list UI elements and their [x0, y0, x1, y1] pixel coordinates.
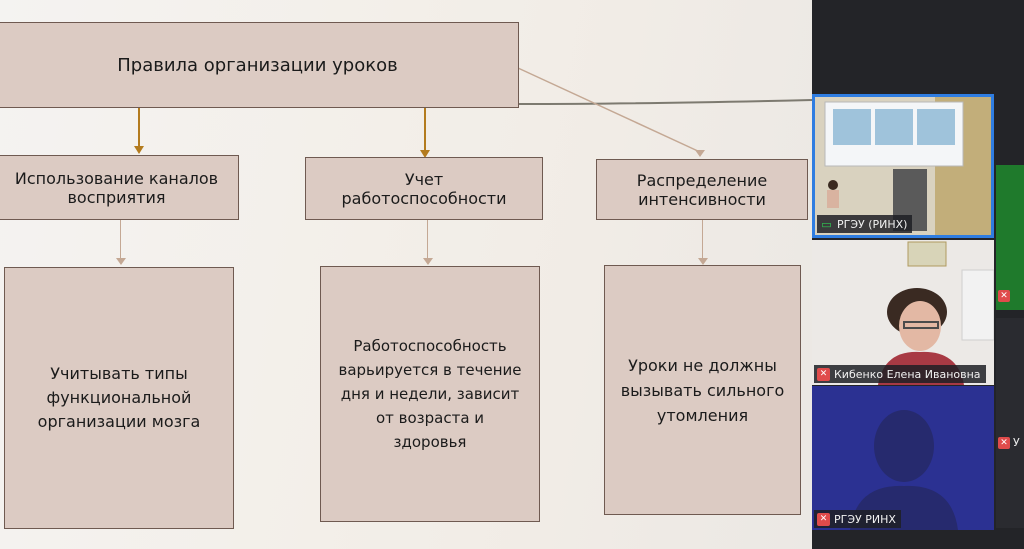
detail-text-line: утомления	[656, 405, 749, 425]
connector-detail-3	[702, 220, 703, 260]
detail-box-no-fatigue: Уроки не должны вызывать сильного утомле…	[604, 265, 801, 515]
edge-participant-initial: У	[1013, 436, 1020, 449]
participants-panel: ▭ РГЭУ (РИНХ) ✕ Кибенко Елена Ивановна ✕	[812, 0, 1024, 549]
screen-share-icon: ▭	[821, 217, 832, 231]
category-label-line: интенсивности	[638, 189, 766, 209]
arrowhead-detail-2	[423, 258, 433, 265]
mic-off-icon: ✕	[998, 436, 1010, 449]
mic-off-icon: ✕	[817, 512, 830, 526]
participant-name: РГЭУ РИНХ	[834, 512, 896, 526]
mic-off-icon: ✕	[998, 290, 1010, 302]
detail-text-line: Уроки не должны	[628, 355, 777, 375]
slide-title: Правила организации уроков	[117, 54, 398, 76]
detail-text-line: дня и недели, зависит	[340, 385, 520, 403]
arrowhead-detail-3	[698, 258, 708, 265]
arrowhead-category-3	[695, 150, 705, 157]
detail-text-line: здоровья	[393, 433, 467, 451]
detail-text-line: вызывать сильного	[620, 380, 785, 400]
category-label-line: Использование каналов	[14, 168, 219, 188]
category-box-workability: Учет работоспособности	[305, 157, 543, 220]
detail-text-line: Работоспособность	[353, 337, 507, 355]
participant-name-chip: ✕ Кибенко Елена Ивановна	[814, 365, 986, 383]
detail-text-line: организации мозга	[37, 412, 201, 431]
video-feed-participant	[812, 240, 994, 385]
mic-off-icon: ✕	[817, 367, 830, 381]
arrow-to-category-1	[138, 108, 140, 148]
detail-box-workability-varies: Работоспособность варьируется в течение …	[320, 266, 540, 522]
edge-tile-green[interactable]	[996, 165, 1024, 310]
detail-text-line: варьируется в течение	[338, 361, 522, 379]
category-label-line: работоспособности	[341, 188, 507, 208]
category-label-line: Учет	[404, 169, 444, 189]
detail-text-line: функциональной	[46, 388, 192, 407]
participant-tile-1[interactable]: ▭ РГЭУ (РИНХ)	[812, 94, 994, 238]
connector-detail-1	[120, 220, 121, 260]
category-label-line: Распределение	[636, 170, 768, 190]
detail-text-line: от возраста и	[375, 409, 485, 427]
detail-box-brain-types: Учитывать типы функциональной организаци…	[4, 267, 234, 529]
category-label-line: восприятия	[67, 187, 166, 207]
arrow-to-category-2	[424, 108, 426, 152]
arrowhead-category-2	[420, 150, 430, 158]
video-feed-classroom	[815, 97, 991, 235]
arrowhead-detail-1	[116, 258, 126, 265]
connector-detail-2	[427, 220, 428, 260]
participant-name: Кибенко Елена Ивановна	[834, 367, 981, 381]
edge-tile-dark[interactable]: ✕ У	[996, 318, 1024, 528]
edge-tile-mic-indicator: ✕	[998, 290, 1024, 306]
presentation-slide: Правила организации уроков Использование…	[0, 0, 812, 549]
slide-title-box: Правила организации уроков	[0, 22, 519, 108]
arrowhead-category-1	[134, 146, 144, 154]
detail-text-line: Учитывать типы	[50, 364, 188, 383]
participant-name-chip: ▭ РГЭУ (РИНХ)	[817, 215, 913, 233]
category-box-intensity: Распределение интенсивности	[596, 159, 808, 220]
participant-name: РГЭУ (РИНХ)	[837, 217, 908, 231]
participant-tile-3[interactable]: ✕ РГЭУ РИНХ	[812, 386, 994, 530]
avatar-placeholder-icon	[812, 386, 994, 530]
category-box-perception: Использование каналов восприятия	[0, 155, 239, 220]
participant-tile-2[interactable]: ✕ Кибенко Елена Ивановна	[812, 240, 994, 385]
participant-name-chip: ✕ РГЭУ РИНХ	[814, 510, 901, 528]
